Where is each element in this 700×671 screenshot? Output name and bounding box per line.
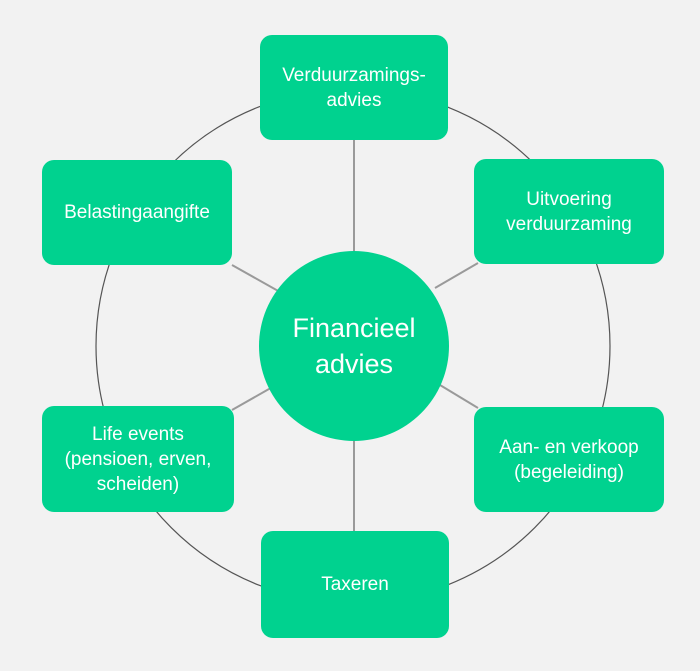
- center-node-financieel-advies: Financieel advies: [259, 251, 449, 441]
- node-belastingaangifte: Belastingaangifte: [42, 160, 232, 265]
- node-aan-en-verkoop: Aan- en verkoop (begeleiding): [474, 407, 664, 512]
- node-uitvoering-verduurzaming: Uitvoering verduurzaming: [474, 159, 664, 264]
- node-verduurzamingsadvies: Verduurzamings- advies: [260, 35, 448, 140]
- connector-top-left: [231, 264, 281, 293]
- connector-bottom-right: [434, 381, 479, 409]
- node-life-events: Life events (pensioen, erven, scheiden): [42, 406, 234, 512]
- node-taxeren: Taxeren: [261, 531, 449, 638]
- connector-top-right: [434, 262, 479, 289]
